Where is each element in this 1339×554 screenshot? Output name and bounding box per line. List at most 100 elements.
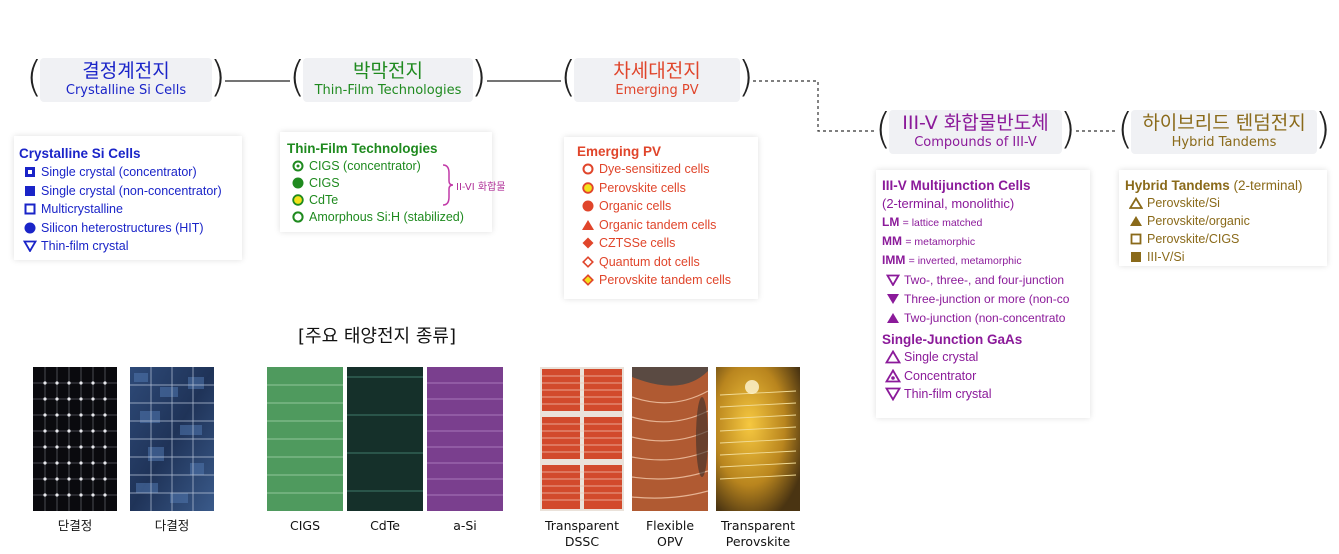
photo-a-si <box>427 367 503 511</box>
legend-title-2: Single-Junction GaAs <box>882 332 1023 347</box>
open-triangle-dot-icon <box>882 368 904 383</box>
photo-caption: CdTe <box>370 518 400 533</box>
filled-square-icon <box>19 185 41 197</box>
open-down-triangle-icon <box>882 387 904 402</box>
abbrev-key: LM <box>882 215 900 229</box>
legend-item: CdTe <box>287 191 492 208</box>
legend-label: Single crystal (concentrator) <box>41 165 197 180</box>
legend-item: Quantum dot cells <box>577 253 758 272</box>
photo-caption: Transparent DSSC <box>544 518 619 549</box>
abbrev-lm: LM = lattice matched <box>882 213 1090 232</box>
ii-vi-label: II-VI 화합물 <box>456 182 506 193</box>
abbrev-value: = metamorphic <box>905 236 976 248</box>
category-eng-label: Hybrid Tandems <box>1171 135 1277 150</box>
yellow-circle-icon <box>287 193 309 206</box>
legend-label: Single crystal (non-concentrator) <box>41 183 222 198</box>
category-iiiv: ( III-V 화합물반도체 Compounds of III-V ) <box>875 104 1076 154</box>
legend-item: Perovskite/CIGS <box>1125 230 1327 248</box>
filled-triangle-icon <box>577 219 599 231</box>
photo-caption: Transparent Perovskite <box>720 518 795 549</box>
legend-item: Organic tandem cells <box>577 216 758 235</box>
category-kor-label: III-V 화합물반도체 <box>902 112 1049 134</box>
legend-item: Silicon heterostructures (HIT) <box>19 219 242 238</box>
legend-item: Organic cells <box>577 197 758 216</box>
legend-item: CIGS <box>287 174 492 191</box>
legend-item: CZTSSe cells <box>577 234 758 253</box>
open-circle-icon <box>577 163 599 175</box>
yellow-circle-icon <box>577 182 599 194</box>
legend-title: Hybrid Tandems <box>1125 178 1230 193</box>
legend-item: Perovskite/organic <box>1125 212 1327 230</box>
legend-label: Single crystal <box>904 350 979 365</box>
legend-item: Multicrystalline <box>19 200 242 219</box>
legend-item: Amorphous Si:H (stabilized) <box>287 208 492 225</box>
photo-opv <box>632 367 708 511</box>
ring-dot-icon <box>287 160 309 172</box>
legend-hybrid: Hybrid Tandems (2-terminal) Perovskite/S… <box>1119 170 1327 266</box>
category-eng-label: Thin-Film Technologies <box>314 83 462 98</box>
legend-iiiv: III-V Multijunction Cells (2-terminal, m… <box>876 170 1090 418</box>
yellow-diamond-icon <box>577 274 599 287</box>
photo-cdte <box>347 367 423 511</box>
abbrev-imm: IMM = inverted, metamorphic <box>882 251 1090 270</box>
legend-label: Perovskite cells <box>599 180 686 195</box>
filled-square-icon <box>1125 251 1147 263</box>
legend-label: CIGS (concentrator) <box>309 158 421 173</box>
legend-title: Thin-Film Technologies <box>287 141 438 156</box>
legend-title: III-V Multijunction Cells <box>882 178 1031 193</box>
legend-label: Concentrator <box>904 368 977 383</box>
bracket-right: ) <box>737 52 754 101</box>
filled-triangle-icon <box>1125 215 1147 227</box>
legend-label: Thin-film crystal <box>904 387 992 402</box>
legend-item: Single crystal (non-concentrator) <box>19 182 242 201</box>
filled-circle-icon <box>577 200 599 212</box>
photo-caption: 다결정 <box>154 518 190 533</box>
legend-item: Two-, three-, and four-junction <box>882 270 1090 289</box>
bracket-right: ) <box>209 52 226 101</box>
legend-item: CIGS (concentrator) <box>287 157 492 174</box>
legend-item: Single crystal (concentrator) <box>19 163 242 182</box>
bracket-right: ) <box>1314 104 1331 153</box>
legend-item: Thin-film crystal <box>19 237 242 256</box>
legend-emerging: Emerging PV Dye-sensitized cells Perovsk… <box>564 137 758 299</box>
legend-item: Perovskite/Si <box>1125 194 1327 212</box>
legend-label: Perovskite/CIGS <box>1147 232 1240 246</box>
photo-polycrystalline <box>130 367 214 511</box>
category-eng-label: Compounds of III-V <box>914 135 1037 150</box>
open-triangle-icon <box>882 350 904 364</box>
category-kor-label: 결정계전지 <box>82 60 170 82</box>
legend-title: Crystalline Si Cells <box>19 146 141 161</box>
legend-label: Dye-sensitized cells <box>599 162 710 177</box>
filled-circle-icon <box>287 177 309 189</box>
legend-crystalline: Crystalline Si Cells Single crystal (con… <box>14 136 242 260</box>
photo-caption: 단결정 <box>57 518 93 533</box>
abbrev-mm: MM = metamorphic <box>882 232 1090 251</box>
legend-item: Dye-sensitized cells <box>577 160 758 179</box>
legend-label: Organic cells <box>599 199 672 214</box>
legend-item: Thin-film crystal <box>882 385 1090 404</box>
legend-item: Perovskite tandem cells <box>577 271 758 290</box>
legend-thinfilm: Thin-Film Technologies CIGS (concentrato… <box>280 132 492 232</box>
legend-label: Thin-film crystal <box>41 239 129 254</box>
filled-down-triangle-icon <box>882 293 904 305</box>
legend-label: CdTe <box>309 192 339 207</box>
category-eng-label: Emerging PV <box>615 83 699 98</box>
open-square-icon <box>1125 233 1147 245</box>
legend-label: III-V/Si <box>1147 250 1185 264</box>
photo-cigs <box>267 367 343 511</box>
legend-label: Three-junction or more (non-co <box>904 291 1070 306</box>
legend-label: Amorphous Si:H (stabilized) <box>309 209 464 224</box>
filled-triangle-icon <box>882 312 904 324</box>
open-circle-icon <box>287 210 309 223</box>
photo-dssc <box>540 367 624 511</box>
abbrev-value: = inverted, metamorphic <box>908 255 1022 267</box>
legend-label: Perovskite/organic <box>1147 214 1250 228</box>
bracket-left: ( <box>26 52 43 101</box>
legend-item: Perovskite cells <box>577 179 758 198</box>
open-down-triangle-icon <box>19 240 41 253</box>
legend-label: CZTSSe cells <box>599 236 676 251</box>
category-eng-label: Crystalline Si Cells <box>65 83 187 98</box>
legend-title: Emerging PV <box>577 144 662 159</box>
section-title: [주요 태양전지 종류] <box>298 326 456 347</box>
bracket-right: ) <box>470 52 487 101</box>
